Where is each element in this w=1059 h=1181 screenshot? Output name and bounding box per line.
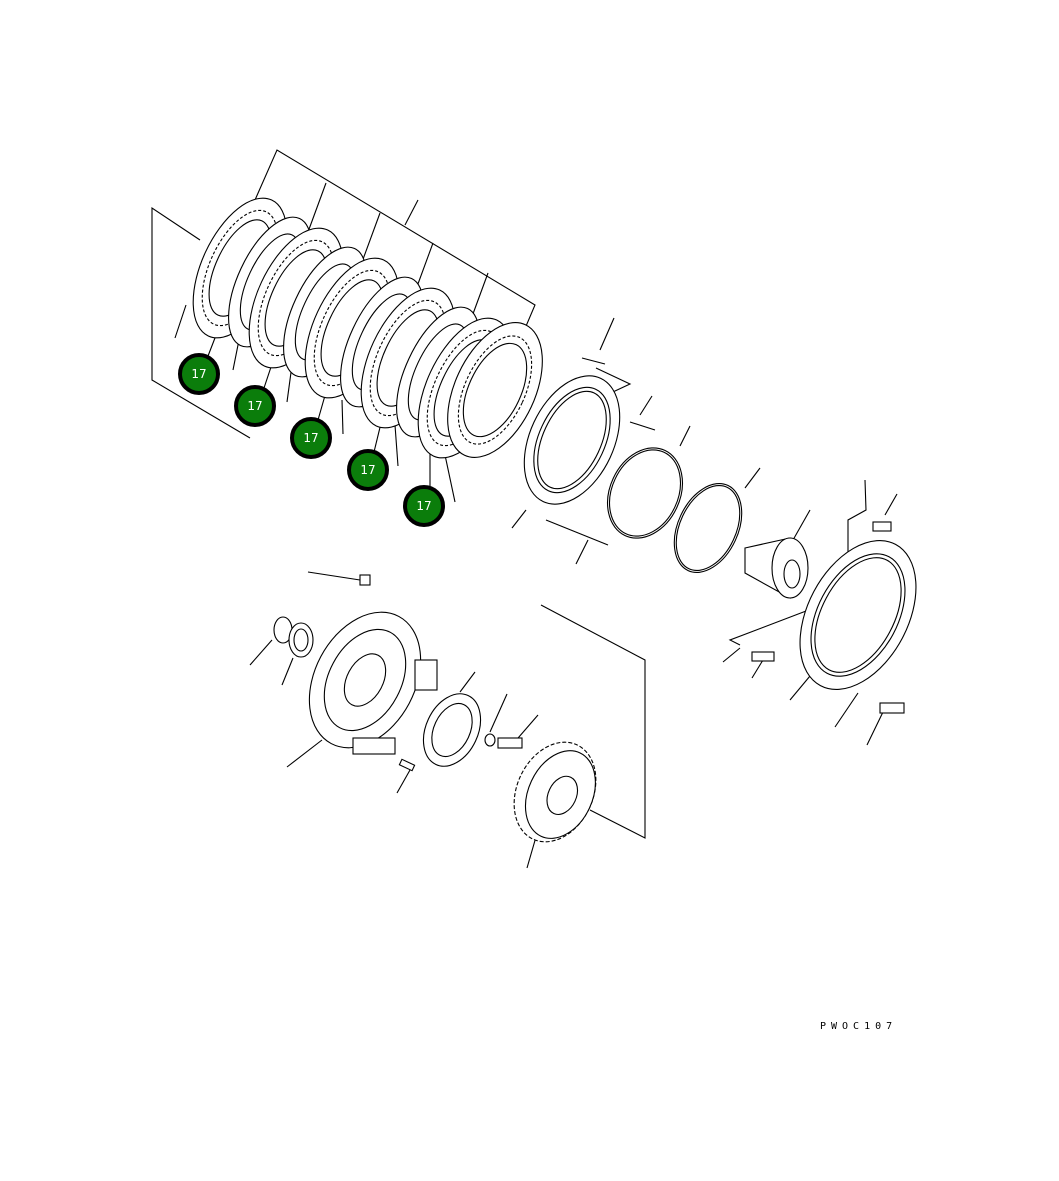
callout-badge-17[interactable]: 17 — [178, 353, 220, 395]
callout-badge-17[interactable]: 17 — [403, 485, 445, 527]
callout-badge-17[interactable]: 17 — [347, 449, 389, 491]
clutch-disc-stack — [192, 197, 543, 459]
callout-badge-17[interactable]: 17 — [234, 385, 276, 427]
callout-badge-17[interactable]: 17 — [290, 417, 332, 459]
piston-and-seals — [523, 357, 917, 714]
lower-assembly — [273, 574, 597, 843]
drawing-code: PWOC107 — [820, 1021, 898, 1032]
